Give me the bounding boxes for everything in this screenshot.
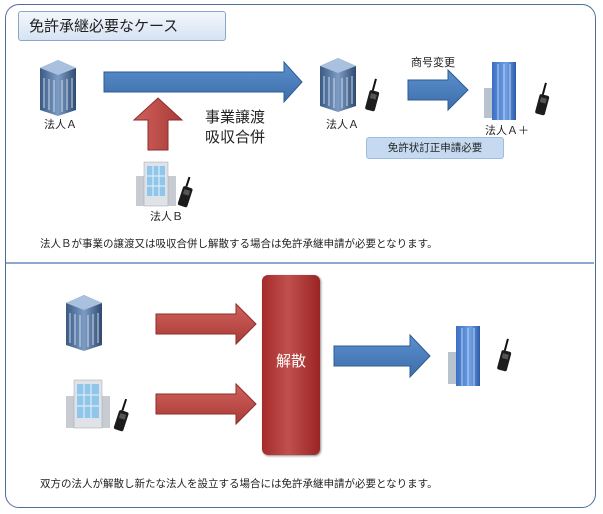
entity-a-left-label: 法人Ａ: [44, 118, 77, 131]
office-tower-icon: [484, 62, 516, 120]
walkie-talkie-icon: [177, 176, 193, 208]
office-building-icon: [66, 295, 102, 351]
office-building-icon: [320, 58, 356, 112]
entity-a-mid-label: 法人Ａ: [326, 118, 359, 131]
diagram-title: 免許承継必要なケース: [18, 11, 226, 41]
entity-a-plus-label: 法人Ａ＋: [485, 124, 529, 137]
walkie-talkie-icon: [365, 78, 380, 112]
walkie-talkie-icon: [497, 338, 512, 372]
section-divider: [6, 262, 594, 264]
transfer-arrow: [103, 60, 303, 104]
dissolution-label: 解散: [275, 352, 306, 370]
office-building-icon: [40, 60, 76, 116]
top-note: 法人Ｂが事業の譲渡又は吸収合併し解散する場合は免許承継申請が必要となります。: [40, 238, 438, 250]
dissolution-box: [262, 275, 320, 455]
glass-building-icon: [136, 161, 176, 207]
rename-label: 商号変更: [411, 56, 455, 69]
new-entity-arrow: [333, 333, 431, 379]
walkie-talkie-icon: [113, 398, 129, 432]
correction-required-badge: 免許状訂正申請必要: [366, 137, 504, 159]
walkie-talkie-icon: [535, 82, 550, 116]
rename-arrow: [407, 68, 469, 112]
office-tower-icon: [448, 326, 480, 386]
dissolve-arrow-lower: [155, 382, 257, 426]
glass-building-icon: [66, 379, 110, 429]
dissolve-arrow-upper: [155, 302, 257, 346]
merge-up-arrow: [132, 97, 184, 151]
merge-label-line1: 事業譲渡: [205, 108, 266, 126]
bottom-note: 双方の法人が解散し新たな法人を設立する場合には免許承継申請が必要となります。: [40, 478, 438, 490]
merge-label-line2: 吸収合併: [205, 128, 266, 146]
entity-b-label: 法人Ｂ: [150, 210, 183, 223]
